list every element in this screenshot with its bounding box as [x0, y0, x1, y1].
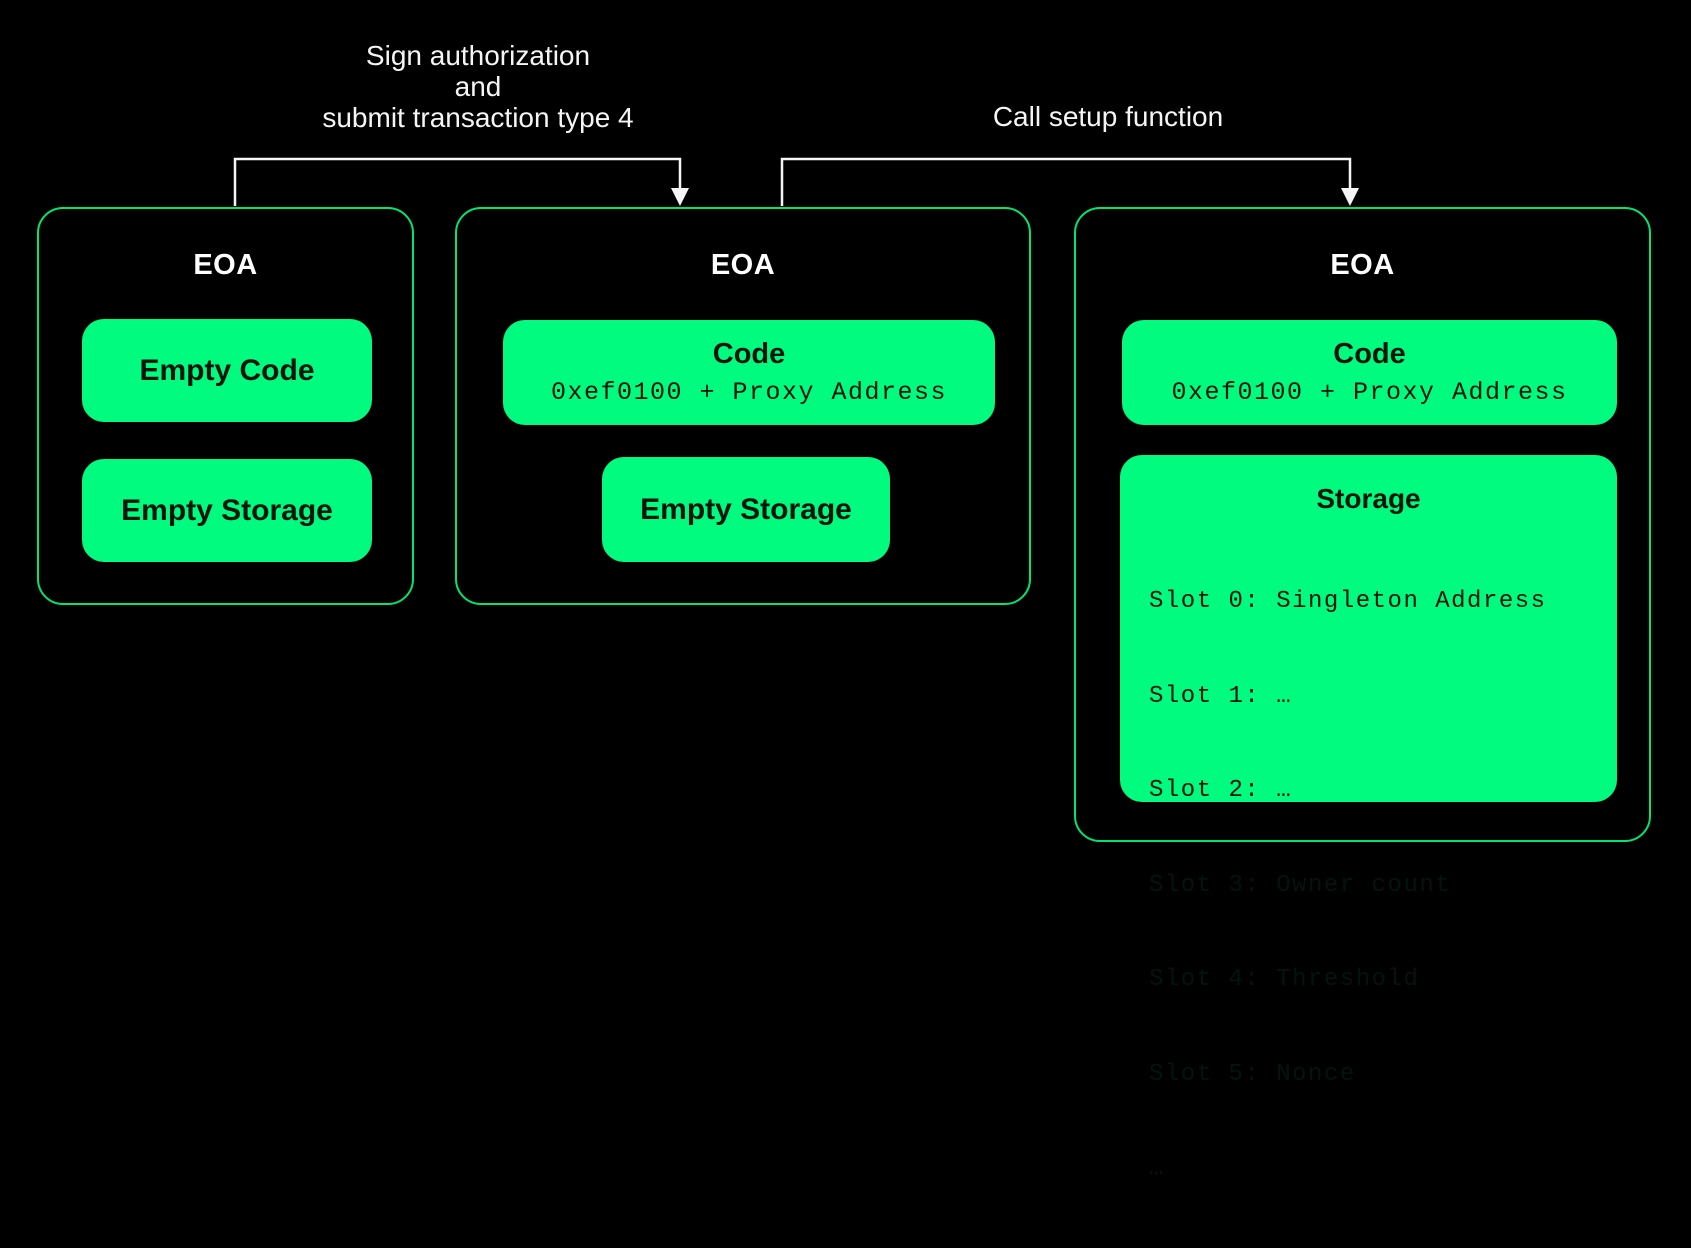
code-block: Code 0xef0100 + Proxy Address [503, 320, 995, 425]
code-value: 0xef0100 + Proxy Address [550, 378, 948, 407]
call-setup-label: Call setup function [992, 101, 1224, 132]
storage-block: Empty Storage [82, 459, 372, 562]
label-line: Sign authorization [365, 40, 591, 71]
eoa-box-initialized: EOA Code 0xef0100 + Proxy Address Storag… [1074, 207, 1651, 1182]
storage-slot-line: Slot 0: Singleton Address [1149, 588, 1547, 615]
storage-slot-list: Slot 0: Singleton Address Slot 1: … Slot… [1120, 523, 1617, 1248]
storage-slot-line: Slot 3: Owner count [1149, 871, 1452, 899]
code-value: 0xef0100 + Proxy Address [1171, 378, 1568, 407]
eoa-box-delegated: EOA Code 0xef0100 + Proxy Address Empty … [455, 207, 1031, 605]
label-line: and [454, 71, 502, 102]
sign-authorization-label: Sign authorization and submit transactio… [322, 40, 633, 133]
storage-slot-line: … [1149, 1155, 1165, 1182]
eoa-title: EOA [1330, 249, 1395, 281]
sign-authorization-arrow [233, 157, 689, 206]
eoa-title: EOA [710, 249, 776, 281]
storage-slot-line: Slot 4: Threshold [1149, 966, 1420, 993]
diagram-canvas: { "diagram": { "title_context": "EOA del… [37, 40, 1651, 1182]
code-label: Empty Code [139, 353, 315, 387]
storage-label: Empty Storage [121, 493, 333, 527]
code-block: Empty Code [82, 319, 372, 422]
arrowhead-down-icon [671, 188, 689, 206]
storage-block: Empty Storage [602, 457, 890, 562]
code-label: Code [1333, 338, 1406, 370]
storage-slot-line: Slot 2: … [1149, 777, 1293, 804]
arrowhead-down-icon [1341, 188, 1359, 206]
code-block: Code 0xef0100 + Proxy Address [1122, 320, 1617, 425]
storage-block: Storage Slot 0: Singleton Address Slot 1… [1120, 455, 1617, 1182]
code-label: Code [712, 338, 786, 370]
label-line: submit transaction type 4 [322, 102, 634, 133]
storage-slot-line: Slot 1: … [1149, 682, 1293, 710]
storage-slot-line: Slot 5: Nonce [1149, 1060, 1356, 1088]
call-setup-arrow [780, 157, 1359, 206]
storage-label: Storage [1316, 483, 1421, 514]
storage-label: Empty Storage [640, 492, 852, 526]
eoa-box-initial: EOA Empty Code Empty Storage [37, 207, 414, 605]
eoa-title: EOA [193, 249, 258, 281]
